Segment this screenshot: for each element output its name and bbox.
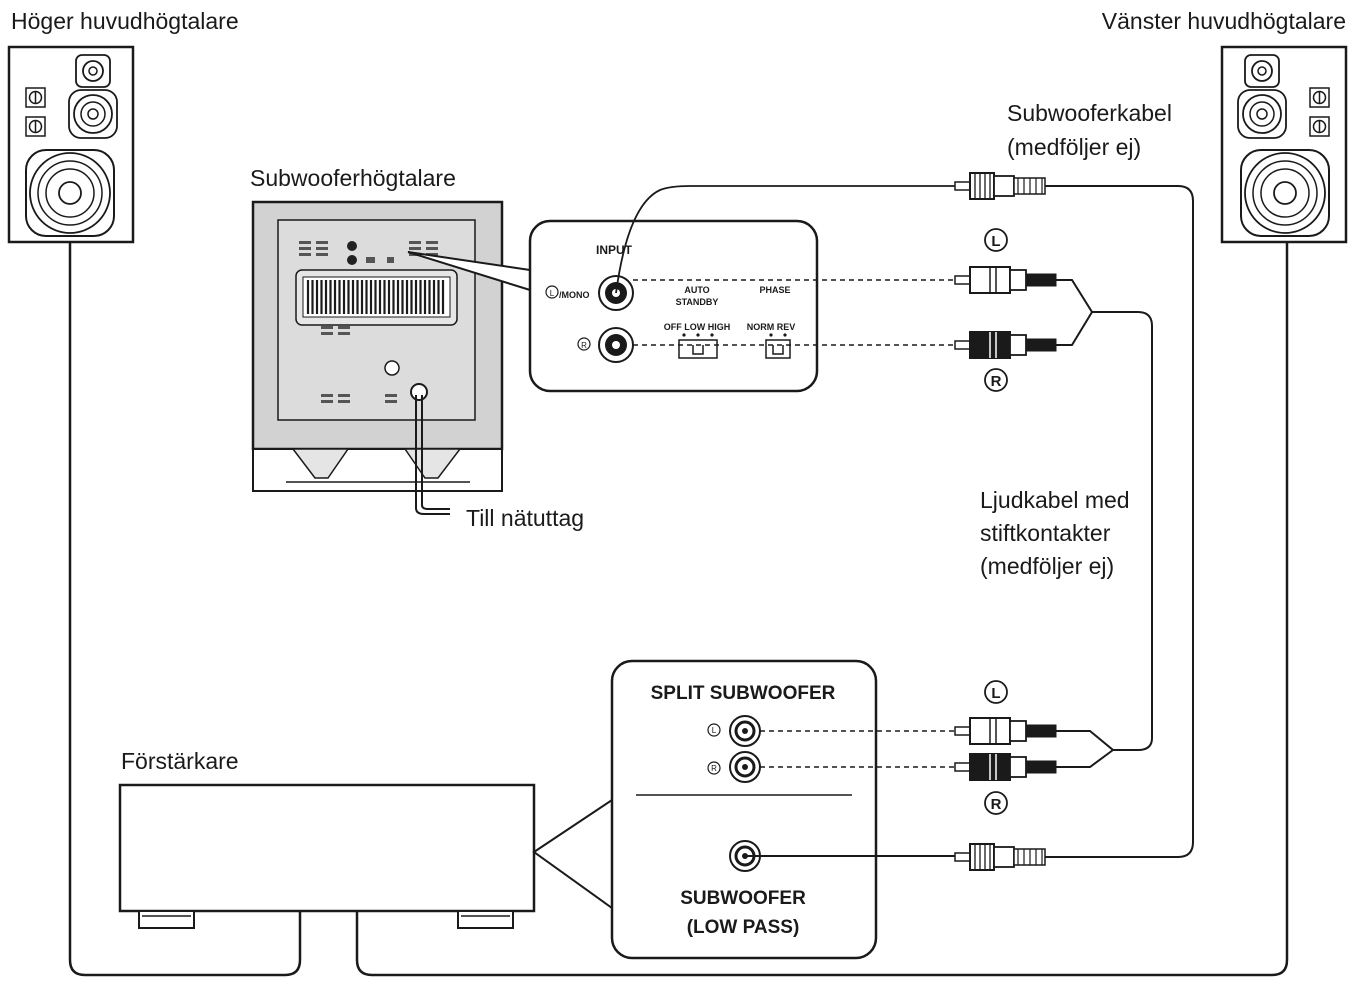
subwoofer-plug-top: [954, 172, 1046, 200]
auto-label: AUTO: [684, 285, 709, 295]
amplifier-output-panel: [610, 659, 878, 960]
marker-top-r: R: [984, 368, 1008, 392]
norm-rev-label: NORM REV: [747, 322, 796, 332]
amp-callout-pointer: [532, 798, 613, 910]
rca-plug-top-right: [954, 331, 1057, 359]
standby-label: STANDBY: [676, 297, 719, 307]
svg-text:R: R: [991, 796, 1002, 813]
amplifier-unit: [118, 783, 536, 929]
left-main-speaker-label: Vänster huvudhögtalare: [1101, 8, 1346, 34]
subwoofer-plug-bottom: [954, 843, 1046, 871]
split-subwoofer-label: SPLIT SUBWOOFER: [651, 683, 836, 704]
l-mono-mark: L: [550, 289, 555, 298]
subwoofer-cable: [615, 185, 960, 294]
svg-text:L: L: [991, 233, 1000, 250]
subwoofer-output-label: SUBWOOFER: [680, 888, 806, 909]
subwoofer-cable-loop: [1045, 185, 1194, 858]
input-label: INPUT: [596, 243, 633, 257]
rca-plug-bottom-left: [954, 717, 1057, 745]
rca-plug-top-left: [954, 266, 1057, 294]
marker-bottom-l: L: [984, 680, 1008, 704]
subwoofer-speaker-label: Subwooferhögtalare: [250, 165, 456, 191]
rca-audio-cable: [1055, 279, 1153, 768]
low-pass-label: (LOW PASS): [687, 917, 800, 938]
right-main-speaker-label: Höger huvudhögtalare: [11, 8, 239, 34]
subwoofer-cable-label-2: (medföljer ej): [1007, 134, 1142, 160]
power-cord: [410, 383, 450, 515]
amp-l-mark: L: [712, 726, 717, 735]
subwoofer-cable-label-1: Subwooferkabel: [1007, 100, 1172, 126]
left-speaker-wire: [355, 242, 1289, 977]
marker-top-l: L: [984, 228, 1008, 252]
marker-bottom-r: R: [984, 791, 1008, 815]
right-main-speaker: [7, 45, 135, 244]
audio-cable-label-1: Ljudkabel med: [980, 487, 1130, 513]
amplifier-label: Förstärkare: [121, 748, 239, 774]
left-main-speaker: [1220, 45, 1348, 244]
rca-plug-bottom-right: [954, 753, 1057, 781]
audio-cable-label-2: stiftkontakter: [980, 520, 1111, 546]
r-mark: R: [581, 341, 587, 350]
svg-text:L: L: [991, 685, 1000, 702]
subwoofer-input-panel: [528, 219, 819, 393]
to-outlet-label: Till nätuttag: [466, 505, 585, 531]
svg-text:R: R: [991, 373, 1002, 390]
off-low-high-label: OFF LOW HIGH: [664, 322, 731, 332]
audio-cable-label-3: (medföljer ej): [980, 553, 1115, 579]
amp-r-mark: R: [711, 764, 717, 773]
l-mono-label: /MONO: [559, 290, 590, 300]
phase-label: PHASE: [759, 285, 790, 295]
subwoofer-unit: [251, 200, 504, 492]
right-speaker-wire: [68, 242, 302, 977]
dashed-connections: [633, 279, 968, 768]
